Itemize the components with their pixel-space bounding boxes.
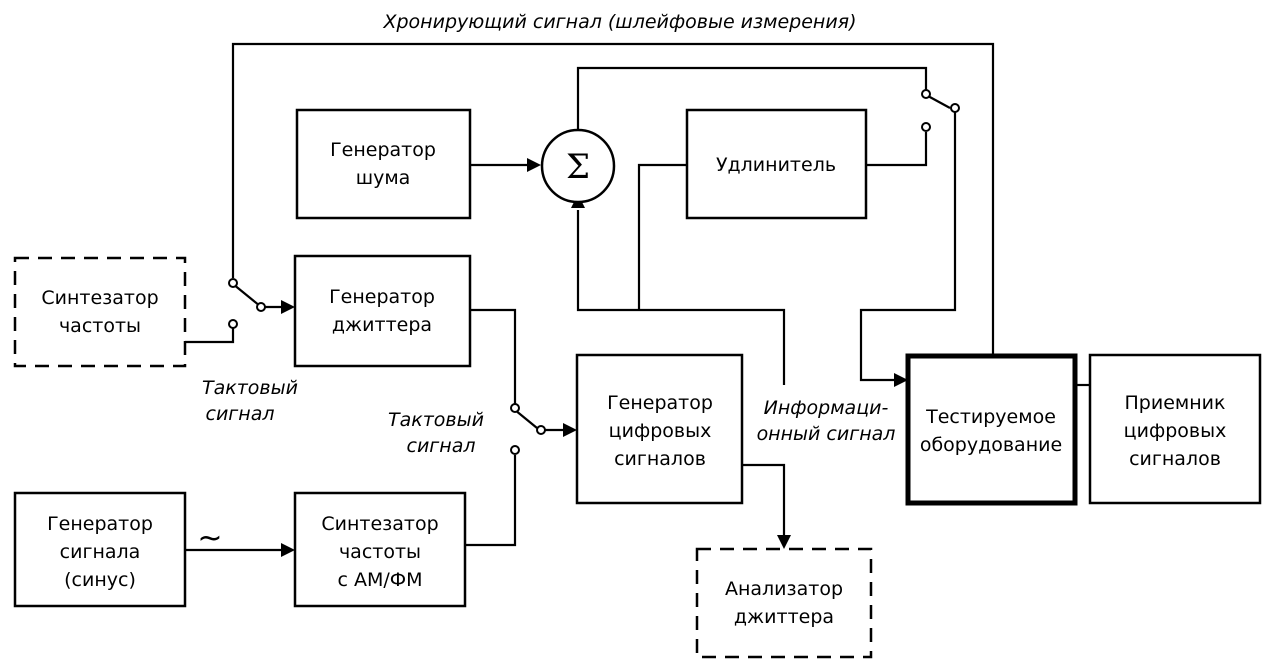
clock-label-1-line1: Тактовый — [202, 377, 298, 399]
block-device-under-test: Тестируемое оборудование — [905, 353, 1078, 506]
switch2-blade — [514, 409, 538, 429]
arrow-into-digital — [563, 423, 577, 437]
arrow-into-dut — [894, 373, 908, 387]
switch1-contact-top — [228, 278, 238, 288]
receiver-line3: сигналов — [1129, 448, 1221, 470]
wire-digital-to-analyzer — [742, 463, 786, 535]
switch2-common — [536, 425, 546, 435]
receiver-line1: Приемник — [1125, 392, 1226, 414]
arrow-into-summer-left — [527, 158, 541, 172]
wire-switch3-to-dut — [859, 110, 957, 382]
wire-to-extender — [637, 163, 687, 310]
block-noise-generator: Генератор шума — [295, 108, 472, 220]
analyzer-line2: джиттера — [734, 606, 834, 628]
switch2-contact-top — [510, 403, 520, 413]
wire-extender-to-switch3 — [866, 132, 928, 167]
wire-summer-to-switch3 — [576, 66, 928, 138]
wire-jitter-to-switch2 — [470, 308, 517, 404]
signal-gen-line3: (синус) — [64, 569, 136, 591]
freq-synth-line1: Синтезатор — [41, 287, 158, 309]
dut-line2: оборудование — [920, 434, 1062, 456]
amfm-synth-line2: частоты — [339, 541, 421, 563]
switch-terminals — [228, 89, 960, 455]
noise-gen-line2: шума — [356, 167, 411, 189]
summer-symbol: Σ — [566, 147, 590, 187]
arrow-into-jitter — [281, 300, 295, 314]
jitter-gen-line2: джиттера — [332, 314, 432, 336]
wire-synth-to-switch1 — [185, 328, 235, 344]
amfm-synth-line1: Синтезатор — [321, 513, 438, 535]
switch3-common — [950, 103, 960, 113]
block-receiver: Приемник цифровых сигналов — [1088, 353, 1262, 505]
wire-amfm-to-switch2 — [465, 455, 517, 547]
arrow-into-amfm — [281, 543, 295, 557]
digital-gen-line2: цифровых — [609, 420, 712, 442]
extender-label: Удлинитель — [716, 154, 836, 176]
freq-synth-line2: частоты — [59, 315, 141, 337]
summer: Σ — [540, 128, 616, 204]
info-signal-line1: Информаци- — [764, 397, 889, 419]
top-signal-label: Хронирующий сигнал (шлейфовые измерения) — [382, 11, 856, 33]
signal-gen-line1: Генератор — [47, 513, 153, 535]
wire-clock-loop — [231, 42, 995, 355]
digital-gen-line3: сигналов — [614, 448, 706, 470]
block-am-fm-synth: Синтезатор частоты с АМ/ФМ — [293, 491, 467, 608]
switch3-contact-bottom — [921, 122, 931, 132]
signal-gen-line2: сигнала — [60, 541, 141, 563]
switch3-contact-top — [921, 89, 931, 99]
switch3-blade — [927, 95, 951, 109]
block-extender: Удлинитель — [685, 108, 868, 220]
arrow-into-analyzer — [777, 535, 791, 549]
clock-label-2-line1: Тактовый — [388, 409, 484, 431]
amfm-synth-line3: с АМ/ФМ — [337, 569, 422, 591]
wire-digital-feedback — [576, 210, 786, 385]
noise-gen-line1: Генератор — [330, 139, 436, 161]
switch1-blade — [232, 283, 261, 307]
receiver-line2: цифровых — [1124, 420, 1227, 442]
dut-line1: Тестируемое — [925, 406, 1056, 428]
switch1-common — [256, 302, 266, 312]
clock-label-2-line2: сигнал — [407, 435, 476, 457]
clock-label-1-line2: сигнал — [206, 403, 275, 425]
switch2-contact-bottom — [510, 445, 520, 455]
block-jitter-generator: Генератор джиттера — [293, 254, 472, 368]
analyzer-line1: Анализатор — [725, 578, 843, 600]
jitter-gen-line1: Генератор — [329, 286, 435, 308]
block-signal-generator: Генератор сигнала (синус) — [13, 491, 187, 608]
block-freq-synth: Синтезатор частоты — [13, 256, 187, 368]
info-signal-line2: онный сигнал — [757, 423, 896, 445]
connections — [185, 42, 1090, 552]
block-jitter-analyzer: Анализатор джиттера — [695, 547, 873, 659]
block-digital-generator: Генератор цифровых сигналов — [575, 353, 744, 505]
sine-symbol: ~ — [197, 521, 222, 556]
digital-gen-line1: Генератор — [607, 392, 713, 414]
switch1-contact-bottom — [228, 319, 238, 329]
